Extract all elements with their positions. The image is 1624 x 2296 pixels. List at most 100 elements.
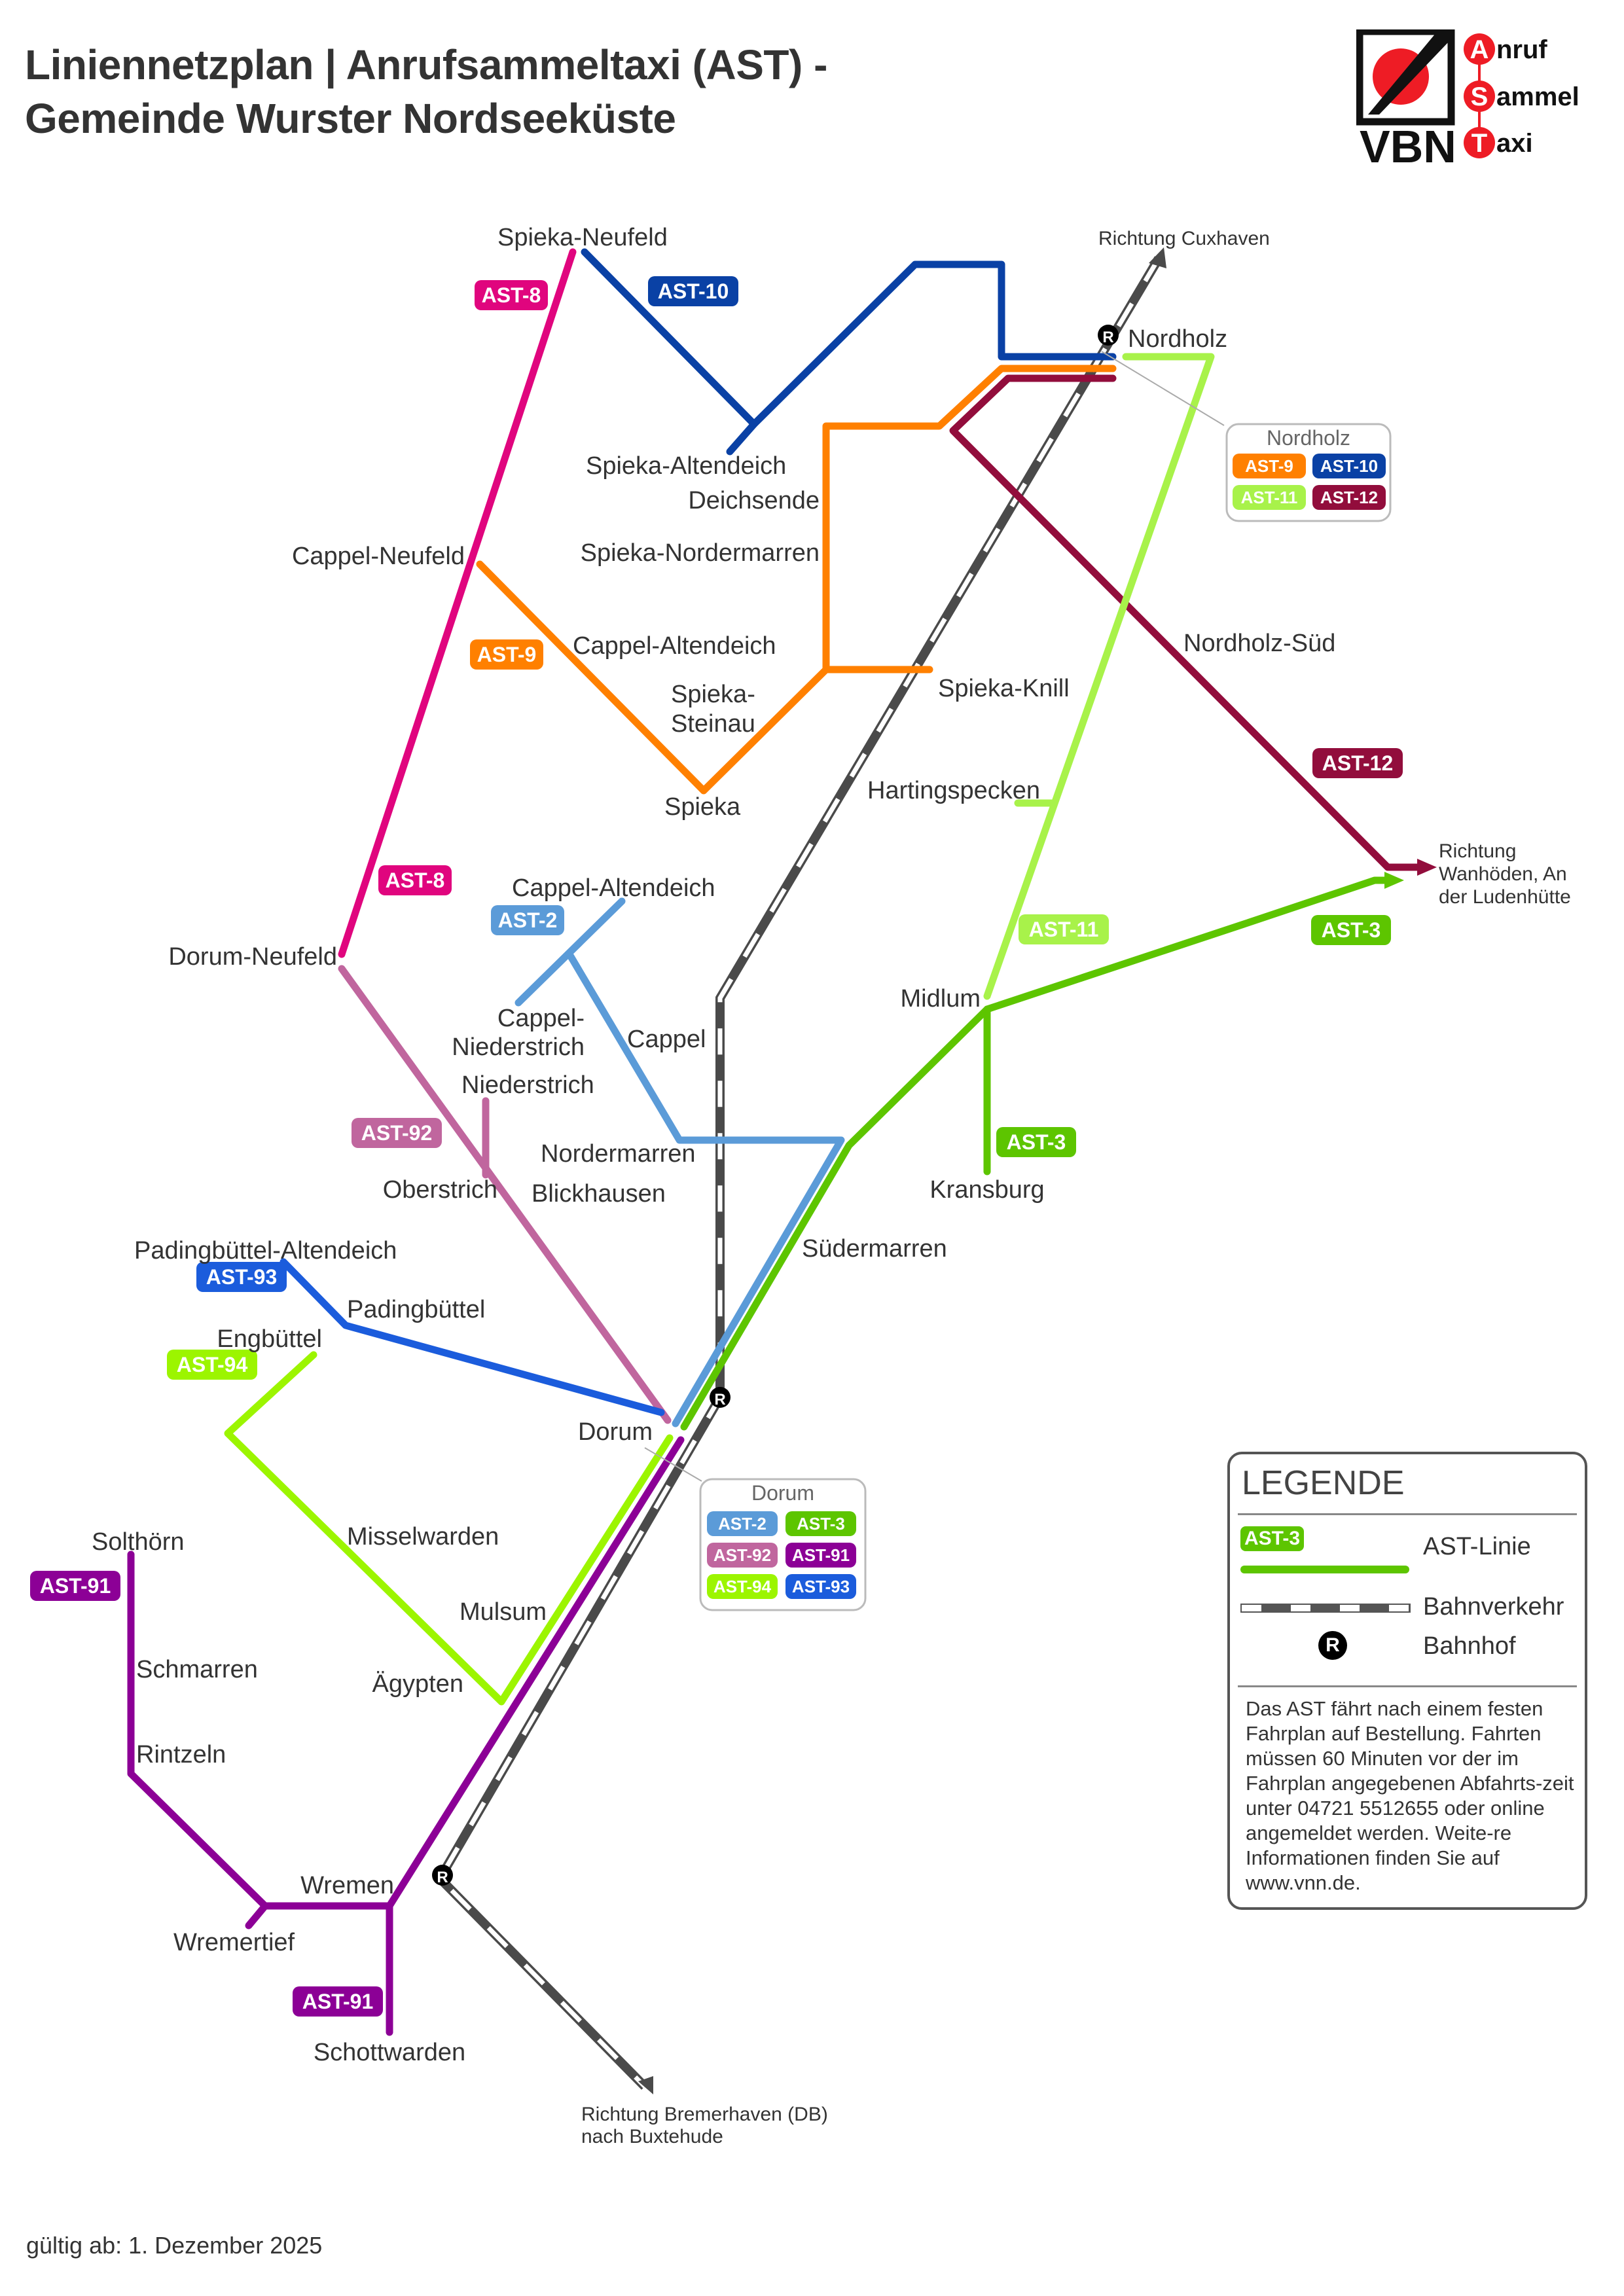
label-nordholz-sued: Nordholz-Süd [1183, 630, 1335, 657]
logo-ammel: ammel [1496, 82, 1579, 111]
label-padingbuettel: Padingbüttel [347, 1296, 485, 1323]
title-line-1: Liniennetzplan | Anrufsammeltaxi (AST) - [25, 41, 827, 88]
label-cappel-neufeld: Cappel-Neufeld [292, 543, 465, 570]
label-misselwarden: Misselwarden [347, 1523, 499, 1551]
hub-pill-ast-10[interactable]: AST-10 [1312, 454, 1386, 478]
station-icon-dorum[interactable]: R [710, 1387, 731, 1408]
label-richtung-cuxhaven: Richtung Cuxhaven [1098, 228, 1270, 249]
page-title: Liniennetzplan | Anrufsammeltaxi (AST) -… [25, 38, 827, 145]
label-niederstrich: Niederstrich [461, 1071, 594, 1099]
label-spieka-altendeich: Spieka-Altendeich [586, 452, 786, 480]
vbn-ast-logo: VBN A S T nruf ammel axi [1356, 29, 1579, 167]
hub-pill-bg [707, 1511, 778, 1536]
pill-ast-3-kransburg[interactable]: AST-3 [996, 1127, 1076, 1157]
label-cappel-niederstrich-1: Cappel- [497, 1005, 585, 1032]
legend-title: LEGENDE [1242, 1464, 1405, 1502]
pill-label: AST-8 [482, 283, 541, 307]
line-ast-91-spur-wremertief[interactable] [245, 1902, 269, 1929]
railway-arrow-north [1149, 247, 1166, 268]
label-cappel-altendeich-9: Cappel-Altendeich [573, 632, 776, 660]
hub-pill-ast-11[interactable]: AST-11 [1233, 485, 1306, 510]
pill-ast-12[interactable]: AST-12 [1312, 748, 1403, 778]
line-ast-8[interactable] [338, 248, 577, 958]
pill-label: AST-94 [177, 1353, 248, 1376]
line-ast-11[interactable] [983, 353, 1215, 1000]
station-symbol-text: R [1102, 329, 1113, 346]
line-ast-2-main[interactable] [566, 950, 845, 1427]
hub-pill-ast-12[interactable]: AST-12 [1312, 485, 1386, 510]
line-ast-10[interactable] [581, 248, 1117, 428]
station-icon-nordholz[interactable]: R [1098, 325, 1119, 346]
label-richtung-wanhoeden-2: Wanhöden, An [1439, 863, 1567, 885]
pill-label: AST-93 [206, 1265, 277, 1289]
pill-ast-91-lower[interactable]: AST-91 [293, 1986, 383, 2017]
hub-pill-ast-94[interactable]: AST-94 [707, 1574, 778, 1599]
line-ast-94[interactable] [224, 1351, 674, 1706]
hub-pill-bg [1312, 454, 1386, 478]
pill-ast-8[interactable]: AST-8 [475, 280, 548, 310]
pill-ast-11[interactable]: AST-11 [1019, 914, 1109, 944]
hub-pill-label: AST-92 [713, 1545, 771, 1565]
label-mulsum: Mulsum [460, 1598, 547, 1626]
pill-ast-8-lower[interactable]: AST-8 [378, 865, 452, 895]
logo-s: S [1471, 82, 1489, 111]
line-ast-92[interactable] [338, 965, 672, 1424]
station-icon-wremen[interactable]: R [432, 1865, 453, 1886]
pill-bg [30, 1571, 120, 1601]
hub-pill-ast-91[interactable]: AST-91 [785, 1543, 856, 1568]
hub-pill-label: AST-2 [718, 1514, 767, 1534]
legend-divider-2 [1238, 1685, 1577, 1687]
pill-ast-92[interactable]: AST-92 [352, 1118, 442, 1148]
label-schmarren: Schmarren [136, 1656, 258, 1683]
hub-pill-bg [707, 1543, 778, 1568]
pill-label: AST-12 [1322, 751, 1393, 775]
pill-ast-10[interactable]: AST-10 [648, 276, 738, 306]
legend-sample-pill: AST-3 [1240, 1526, 1305, 1551]
label-hartingspecken: Hartingspecken [867, 777, 1040, 804]
station-symbol-text: R [437, 1869, 448, 1886]
hub-pill-ast-93[interactable]: AST-93 [785, 1574, 856, 1599]
pill-bg [491, 905, 564, 935]
pill-ast-93[interactable]: AST-93 [196, 1262, 287, 1292]
hub-pill-bg [785, 1543, 856, 1568]
pill-ast-9[interactable]: AST-9 [470, 639, 543, 670]
label-midlum: Midlum [901, 985, 981, 1013]
pill-ast-94[interactable]: AST-94 [167, 1350, 257, 1380]
pill-label: AST-8 [386, 869, 445, 892]
logo-t: T [1471, 129, 1487, 158]
pill-label: AST-2 [498, 908, 558, 932]
pill-ast-2[interactable]: AST-2 [491, 905, 564, 935]
legend-ast-line-swatch [1240, 1566, 1409, 1573]
pill-bg [1312, 748, 1403, 778]
label-aegypten: Ägypten [372, 1670, 463, 1698]
pill-label: AST-3 [1322, 918, 1381, 942]
hub-pill-ast-9[interactable]: AST-9 [1233, 454, 1306, 478]
line-ast-10-spur[interactable] [726, 420, 758, 456]
line-ast-3-east[interactable] [983, 876, 1392, 1013]
label-engbuettel: Engbüttel [217, 1325, 322, 1353]
line-ast-93[interactable] [280, 1258, 665, 1416]
label-rintzeln: Rintzeln [136, 1741, 226, 1768]
line-ast-3[interactable] [680, 1005, 991, 1431]
label-spieka-nordermarren: Spieka-Nordermarren [581, 539, 820, 567]
hub-pill-ast-3[interactable]: AST-3 [785, 1511, 856, 1536]
pill-ast-91[interactable]: AST-91 [30, 1571, 120, 1601]
station-labels: Spieka-Neufeld Spieka-Altendeich Deichse… [92, 224, 1571, 2147]
line-ast-9[interactable] [476, 365, 1117, 795]
railway [434, 247, 1166, 2094]
line-ast-12[interactable] [949, 374, 1424, 871]
pill-bg [1311, 915, 1391, 945]
hub-pill-ast-2[interactable]: AST-2 [707, 1511, 778, 1536]
label-spieka-steinau-1: Spieka- [671, 681, 755, 708]
logo-nruf: nruf [1496, 35, 1547, 64]
label-dorum: Dorum [578, 1418, 653, 1446]
label-richtung-wanhoeden-3: der Ludenhütte [1439, 886, 1571, 908]
hub-pill-ast-92[interactable]: AST-92 [707, 1543, 778, 1568]
label-kransburg: Kransburg [929, 1176, 1044, 1204]
station-symbol-text: R [714, 1391, 725, 1408]
pill-ast-3[interactable]: AST-3 [1311, 915, 1391, 945]
hub-pill-bg [1312, 485, 1386, 510]
